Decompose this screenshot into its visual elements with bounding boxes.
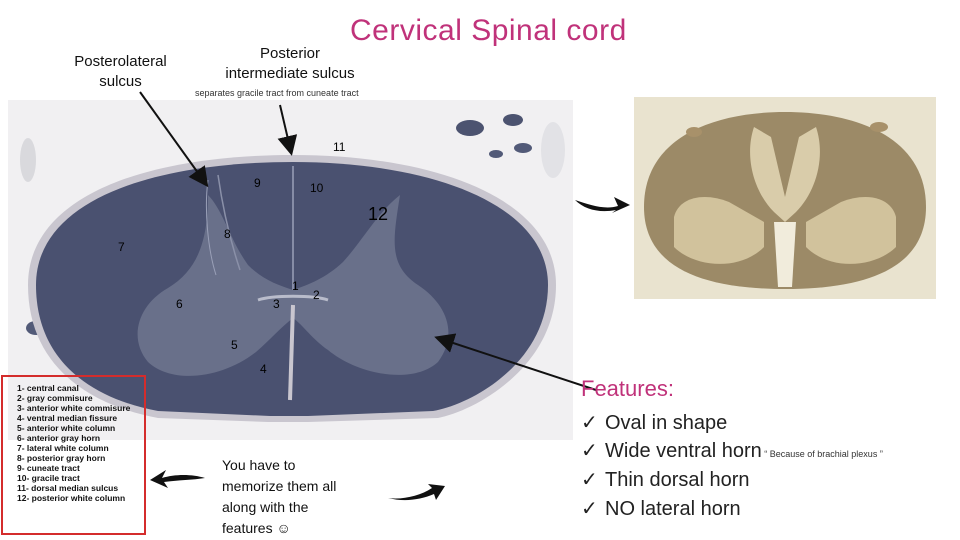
number-2: 2 <box>313 288 320 302</box>
feature-item: ✓Oval in shape <box>581 412 728 434</box>
features-heading: Features: <box>581 376 674 401</box>
memorize-note: You have to memorize them all along with… <box>222 457 337 536</box>
legend-item: 6- anterior gray horn <box>17 433 101 443</box>
check-icon: ✓ <box>581 440 598 462</box>
legend-item: 12- posterior white column <box>17 493 126 503</box>
feature-item: ✓Wide ventral horn “ Because of brachial… <box>581 440 883 462</box>
number-3: 3 <box>273 297 280 311</box>
number-11: 11 <box>333 140 346 154</box>
number-12: 12 <box>368 204 389 224</box>
legend-box: 1- central canal 2- gray commisure 3- an… <box>1 375 146 535</box>
number-7: 7 <box>118 240 125 254</box>
number-1: 1 <box>292 279 299 293</box>
feature-item: ✓Thin dorsal horn <box>581 469 750 491</box>
legend-item: 10- gracile tract <box>17 473 80 483</box>
number-4: 4 <box>260 362 267 376</box>
legend-item: 8- posterior gray horn <box>17 453 106 463</box>
posterolateral-sulcus-label: Posterolateral sulcus <box>74 53 167 90</box>
legend-item: 5- anterior white column <box>17 423 116 433</box>
legend-item: 4- ventral median fissure <box>17 413 118 423</box>
legend-item: 2- gray commisure <box>17 393 93 403</box>
number-8: 8 <box>224 227 231 241</box>
legend-arrow <box>150 470 205 488</box>
number-9: 9 <box>254 176 261 190</box>
legend-item: 9- cuneate tract <box>17 463 80 473</box>
spinal-cord-section-image <box>8 100 573 440</box>
sulcus-note: separates gracile tract from cuneate tra… <box>195 88 359 98</box>
legend-item: 7- lateral white column <box>17 443 109 453</box>
legend-item: 11- dorsal median sulcus <box>17 483 119 493</box>
number-6: 6 <box>176 297 183 311</box>
memo-arrow <box>388 484 445 501</box>
check-icon: ✓ <box>581 412 598 434</box>
number-5: 5 <box>231 338 238 352</box>
legend-item: 1- central canal <box>17 383 79 393</box>
slide-title: Cervical Spinal cord <box>350 14 627 47</box>
check-icon: ✓ <box>581 469 598 491</box>
check-icon: ✓ <box>581 498 598 520</box>
legend-item: 3- anterior white commisure <box>17 403 131 413</box>
posterior-intermediate-sulcus-label: Posterior intermediate sulcus <box>225 45 355 82</box>
feature-item: ✓NO lateral horn <box>581 498 741 520</box>
photo-arrow <box>575 197 630 213</box>
stained-section-photo <box>634 97 936 299</box>
number-10: 10 <box>310 181 324 195</box>
